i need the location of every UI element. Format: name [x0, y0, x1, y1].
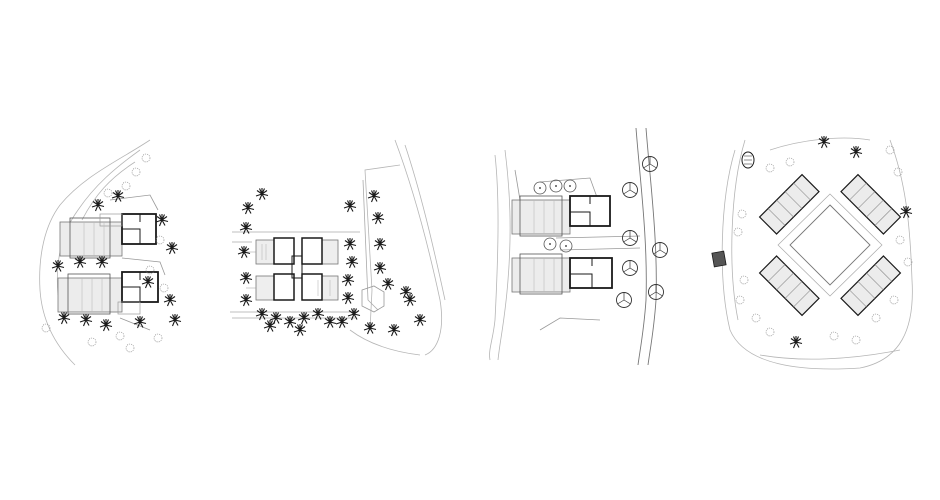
main-road: [635, 127, 657, 366]
paths: [514, 169, 641, 331]
courtyard: [777, 193, 883, 297]
terrain-and-roads: [489, 149, 511, 361]
building-3-upper: [511, 195, 611, 237]
building-3-lower: [511, 253, 613, 295]
site-plan-2: [230, 139, 446, 356]
site-plan-4: [711, 135, 913, 370]
pavilions: [711, 151, 755, 268]
roads: [230, 179, 379, 319]
site-plan-3: [489, 127, 668, 366]
wing-south-west: [758, 255, 820, 317]
terrain-contours: [349, 139, 446, 356]
building-1-upper: [59, 213, 157, 259]
wing-south-east: [840, 255, 902, 317]
wing-north-west: [758, 173, 820, 235]
building-1-lower: [57, 271, 159, 315]
wing-north-east: [840, 173, 902, 235]
site-plan-1: [39, 139, 182, 366]
buildings: [246, 237, 385, 313]
